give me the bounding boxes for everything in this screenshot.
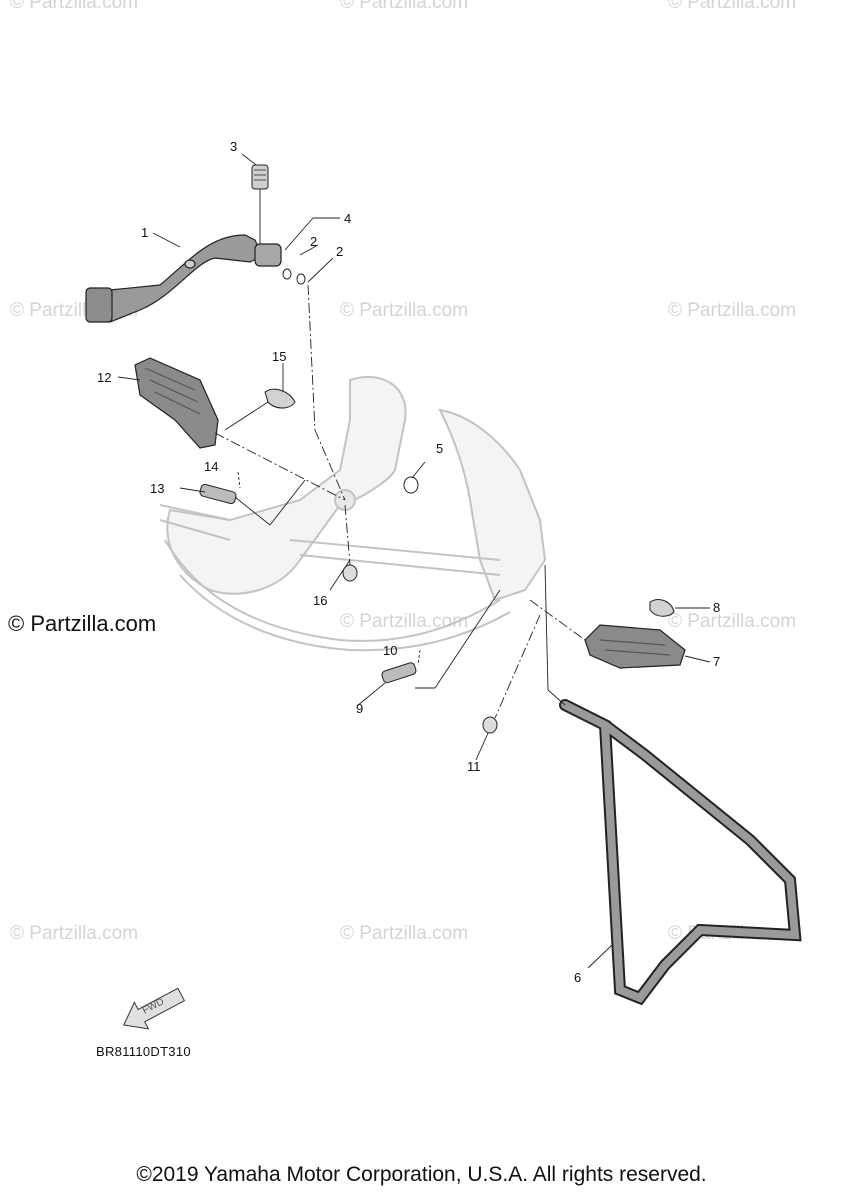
watermark: © Partzilla.com bbox=[10, 0, 139, 13]
copyright-notice: ©2019 Yamaha Motor Corporation, U.S.A. A… bbox=[136, 1163, 707, 1186]
callout-10: 10 bbox=[383, 643, 398, 658]
callout-16: 16 bbox=[313, 593, 328, 608]
watermark: © Partzilla.com bbox=[340, 300, 469, 321]
footrest-spring-right bbox=[649, 599, 675, 617]
frame bbox=[159, 375, 547, 652]
callout-7: 7 bbox=[713, 654, 721, 669]
o-rings bbox=[282, 268, 306, 285]
footrest-right bbox=[584, 624, 686, 669]
fwd-arrow-icon bbox=[123, 987, 186, 1030]
watermark: © Partzilla.com bbox=[10, 923, 139, 944]
partzilla-watermark: © Partzilla.com bbox=[8, 611, 157, 636]
callout-9: 9 bbox=[356, 701, 364, 716]
callout-14: 14 bbox=[204, 459, 219, 474]
brake-pedal bbox=[85, 234, 282, 323]
watermark: © Partzilla.com bbox=[668, 0, 797, 13]
footrest-pin-right bbox=[381, 662, 417, 684]
watermark: © Partzilla.com bbox=[340, 611, 469, 632]
callout-13: 13 bbox=[150, 481, 165, 496]
pedal-spring bbox=[251, 164, 269, 190]
callout-12: 12 bbox=[97, 370, 112, 385]
watermark: © Partzilla.com bbox=[668, 300, 797, 321]
callout-2: 2 bbox=[310, 234, 318, 249]
footrest-spring-left bbox=[264, 388, 296, 409]
callout-15: 15 bbox=[272, 349, 287, 364]
callout-2: 2 bbox=[336, 244, 344, 259]
washer-11 bbox=[482, 716, 498, 734]
circlip bbox=[403, 476, 419, 494]
footrest-pin-left bbox=[199, 483, 237, 505]
callout-11: 11 bbox=[467, 759, 481, 774]
diagram-code: BR81110DT310 bbox=[96, 1044, 191, 1059]
footrest-left bbox=[134, 357, 219, 449]
callout-3: 3 bbox=[230, 139, 238, 154]
callout-8: 8 bbox=[713, 600, 721, 615]
callout-1: 1 bbox=[141, 225, 149, 240]
callout-5: 5 bbox=[436, 441, 444, 456]
callout-6: 6 bbox=[574, 970, 582, 985]
watermark: © Partzilla.com bbox=[668, 611, 797, 632]
watermark: © Partzilla.com bbox=[340, 0, 469, 13]
callout-4: 4 bbox=[344, 211, 352, 226]
watermark: © Partzilla.com bbox=[340, 923, 469, 944]
